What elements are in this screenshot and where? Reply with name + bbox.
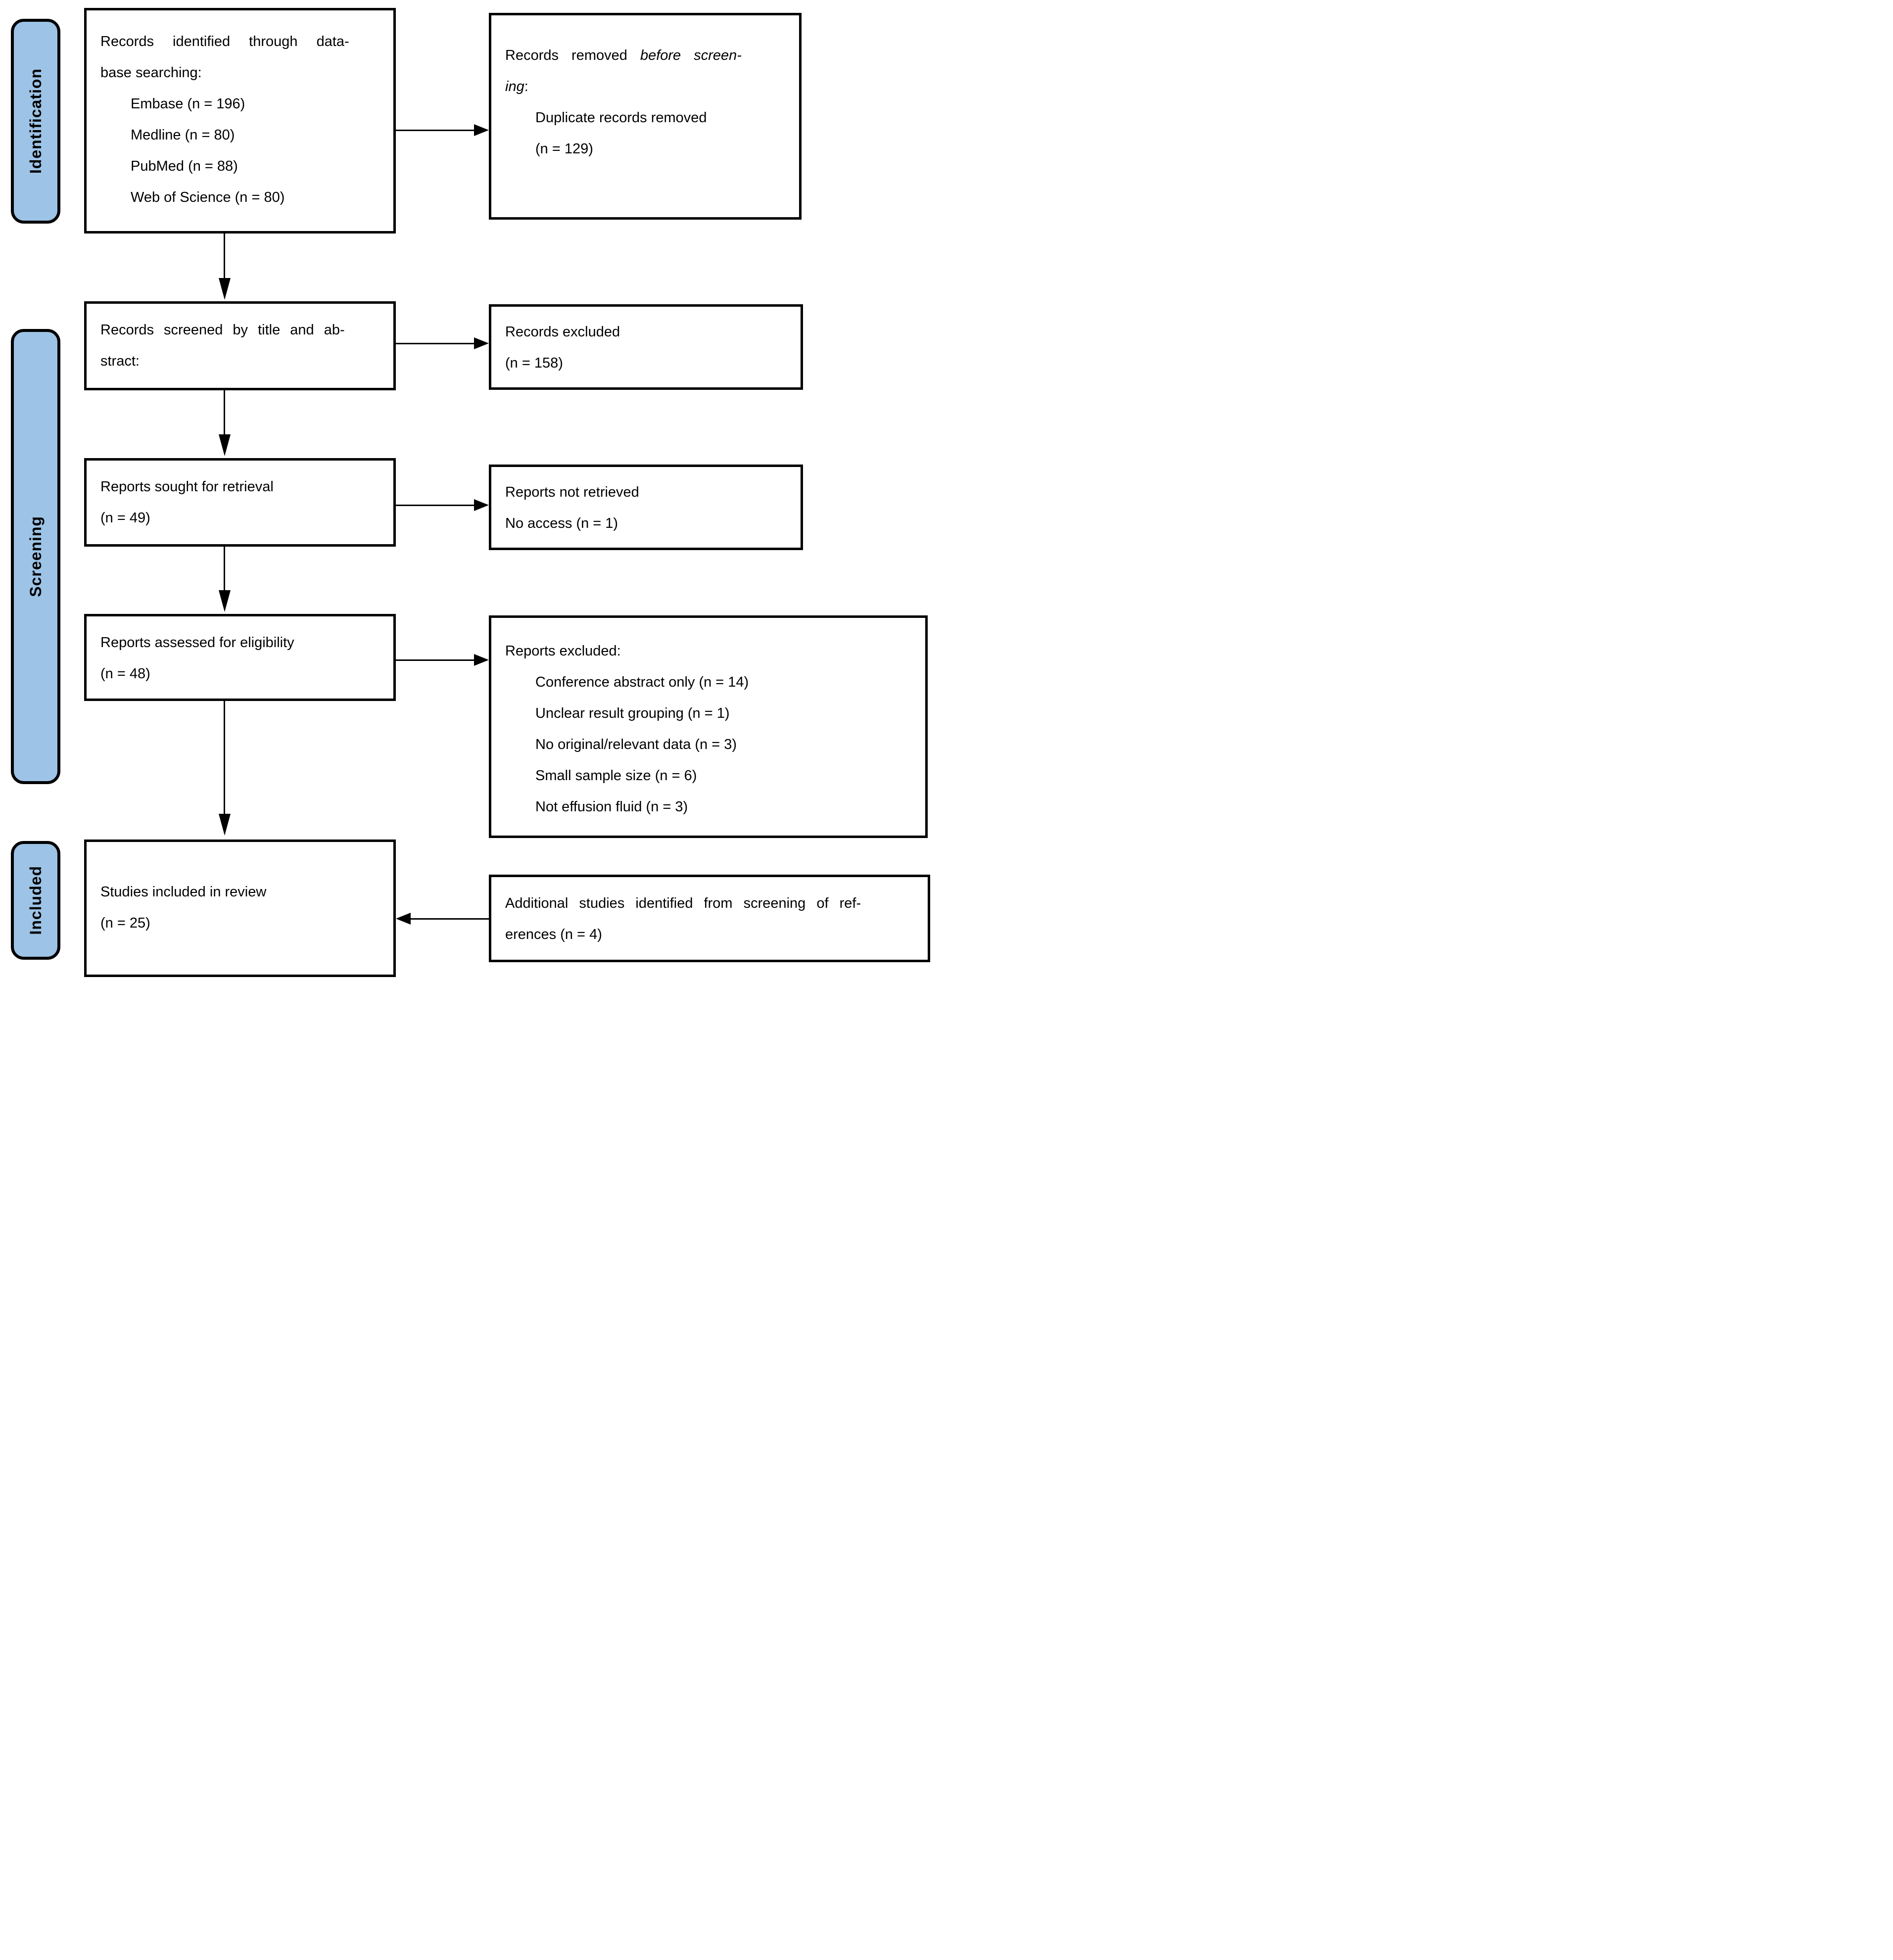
arrow-sought-to-assessed-head: [219, 590, 231, 612]
exclusion-reason: Unclear result grouping (n = 1): [535, 705, 730, 721]
box-line: (n = 49): [100, 510, 150, 526]
stage-label-screening: Screening: [26, 516, 45, 597]
prisma-flow-diagram: Identification Screening Included Record…: [0, 0, 946, 980]
arrow-assessed-to-excluded-head: [474, 654, 489, 666]
box-reports-assessed: Reports assessed for eligibility (n = 48…: [84, 614, 396, 701]
removed-item: Duplicate records removed: [535, 110, 707, 126]
stage-label-identification: Identification: [26, 68, 45, 174]
box-text-italic: ing: [505, 79, 524, 94]
arrow-identified-to-screened-head: [219, 278, 231, 300]
stage-tab-screening: Screening: [11, 329, 60, 784]
box-text: Records removed: [505, 47, 640, 63]
database-item: Web of Science (n = 80): [131, 189, 285, 205]
exclusion-reason: Conference abstract only (n = 14): [535, 674, 749, 690]
box-line: Records removed before screen-: [505, 40, 789, 71]
arrow-additional-to-included-line: [410, 918, 489, 920]
box-line: Reports excluded:: [505, 643, 621, 659]
exclusion-reason: Not effusion fluid (n = 3): [535, 799, 688, 815]
box-line: Records excluded: [505, 324, 620, 340]
box-records-removed: Records removed before screen- ing: Dupl…: [489, 13, 802, 220]
database-item: Embase (n = 196): [131, 96, 245, 112]
exclusion-reason: Small sample size (n = 6): [535, 768, 697, 784]
box-records-excluded: Records excluded (n = 158): [489, 304, 803, 390]
exclusion-reason: No original/relevant data (n = 3): [535, 737, 737, 752]
arrow-screened-to-sought-head: [219, 434, 231, 456]
database-item: PubMed (n = 88): [131, 158, 238, 174]
arrow-identified-to-removed-head: [474, 124, 489, 136]
arrow-assessed-to-excluded-line: [396, 659, 474, 661]
box-studies-included: Studies included in review (n = 25): [84, 840, 396, 977]
box-line: (n = 158): [505, 355, 563, 371]
box-line: Studies included in review: [100, 884, 267, 900]
box-line: (n = 48): [100, 666, 150, 682]
arrow-identified-to-screened-line: [224, 233, 225, 279]
box-line: Records screened by title and ab-: [100, 322, 345, 338]
box-line: No access (n = 1): [505, 515, 618, 531]
arrow-sought-to-notretrieved-head: [474, 499, 489, 511]
box-reports-excluded-reasons: Reports excluded: Conference abstract on…: [489, 615, 928, 838]
box-reports-not-retrieved: Reports not retrieved No access (n = 1): [489, 465, 803, 550]
stage-label-included: Included: [26, 866, 45, 935]
box-text: :: [524, 79, 528, 94]
database-item: Medline (n = 80): [131, 127, 235, 143]
box-line: Additional studies identified from scree…: [505, 895, 861, 911]
arrow-additional-to-included-head: [396, 913, 411, 925]
arrow-assessed-to-included-line: [224, 701, 225, 815]
box-additional-studies: Additional studies identified from scree…: [489, 875, 930, 962]
removed-item: (n = 129): [535, 141, 593, 157]
box-line: stract:: [100, 353, 140, 369]
box-line: erences (n = 4): [505, 927, 602, 942]
arrow-screened-to-excluded-head: [474, 337, 489, 349]
box-reports-sought: Reports sought for retrieval (n = 49): [84, 458, 396, 547]
arrow-screened-to-sought-line: [224, 390, 225, 435]
box-records-identified: Records identified through data- base se…: [84, 8, 396, 233]
stage-tab-included: Included: [11, 841, 60, 960]
arrow-sought-to-assessed-line: [224, 547, 225, 591]
box-line: ing:: [505, 71, 789, 102]
box-line: (n = 25): [100, 915, 150, 931]
box-line: Reports assessed for eligibility: [100, 635, 294, 651]
box-line: Reports sought for retrieval: [100, 479, 274, 495]
arrow-assessed-to-included-head: [219, 814, 231, 836]
box-line: Records identified through data-: [100, 34, 349, 49]
box-records-screened: Records screened by title and ab- stract…: [84, 301, 396, 390]
arrow-sought-to-notretrieved-line: [396, 505, 474, 506]
box-line: base searching:: [100, 65, 202, 81]
arrow-screened-to-excluded-line: [396, 343, 474, 344]
box-text-italic: before screen-: [640, 47, 742, 63]
stage-tab-identification: Identification: [11, 19, 60, 224]
arrow-identified-to-removed-line: [396, 130, 474, 131]
box-line: Reports not retrieved: [505, 484, 639, 500]
